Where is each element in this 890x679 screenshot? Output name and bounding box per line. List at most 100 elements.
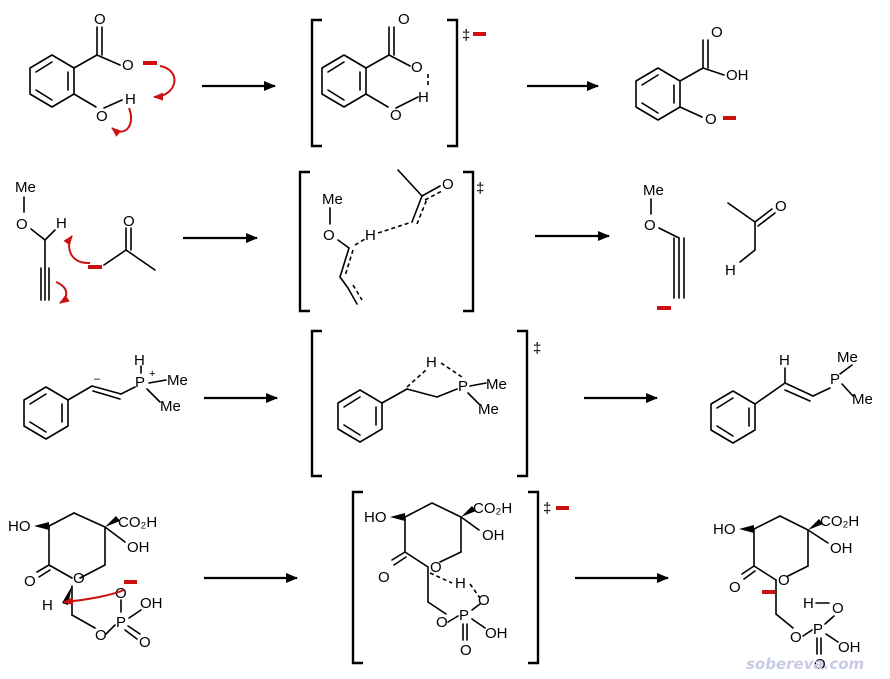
row1-reactant-salicylate: O O O H xyxy=(29,11,176,137)
row2-reactant: Me O H O xyxy=(15,179,156,304)
ts-dagger: ‡ xyxy=(476,180,484,197)
ts-enolate-o-label: O xyxy=(442,176,454,193)
phosphonium-plus: + xyxy=(149,368,155,380)
c-h-label: H xyxy=(42,597,53,614)
phosphorus-label: P xyxy=(135,374,145,391)
left-bracket xyxy=(298,170,310,313)
left-bracket xyxy=(310,329,322,478)
product-phenoxide-o-label: O xyxy=(705,111,717,128)
ts-phosphoryl-o-label: O xyxy=(460,642,472,659)
product-phosphoryl-o-label: O xyxy=(814,656,826,673)
ts-negative-charge xyxy=(473,32,486,36)
product-carboxyl-label: CO₂H xyxy=(820,513,859,530)
curly-arrow-bond xyxy=(111,107,132,137)
product-phosphorus-label: P xyxy=(830,371,840,388)
left-bracket xyxy=(351,490,363,665)
right-bracket xyxy=(528,490,540,665)
carboxyl-label: CO₂H xyxy=(118,514,157,531)
ts-ether-o-label: O xyxy=(323,227,335,244)
propargyl-h-label: H xyxy=(56,215,67,232)
ether-o-label: O xyxy=(16,216,28,233)
curly-arrow xyxy=(63,589,125,606)
product-h-label: H xyxy=(803,595,814,612)
row1-product-phenoxide: O OH O xyxy=(635,24,749,128)
product-acetone-h-label: H xyxy=(725,262,736,279)
phosphate-o-label: O xyxy=(139,634,151,651)
ring-o-label: O xyxy=(73,570,85,587)
ts-dagger: ‡ xyxy=(543,500,551,517)
product-anomeric-oh-label: OH xyxy=(830,540,853,557)
ts-ester-o-label: O xyxy=(436,614,448,631)
phenol-o-label: O xyxy=(96,108,108,125)
phosphate-oh-label: OH xyxy=(140,595,163,612)
carbanion-charge xyxy=(88,265,102,269)
ts-h-label: H xyxy=(418,89,429,106)
ts-migrating-h-label: H xyxy=(365,227,376,244)
anomeric-oh-label: OH xyxy=(127,539,150,556)
phosphorus-label: P xyxy=(116,614,126,631)
product-carbonyl-o-label: O xyxy=(711,24,723,41)
product-ketone-o-label: O xyxy=(729,579,741,596)
ts-ho-label: HO xyxy=(364,509,387,526)
ts-me-label-1: Me xyxy=(486,376,507,393)
row4-product: HO O O CO₂H OH O P O OH O H xyxy=(713,513,861,673)
ylide-carbanion-label: – xyxy=(94,373,101,385)
negative-charge xyxy=(143,61,157,65)
product-phosphate-o-label: O xyxy=(832,600,844,617)
curly-arrow-alkyne xyxy=(55,281,70,304)
product-me-label-2: Me xyxy=(852,391,873,408)
row3-transition-state: H P Me Me ‡ xyxy=(310,329,541,478)
ts-me-label: Me xyxy=(322,191,343,208)
row2-transition-state: Me O H O ‡ xyxy=(298,169,484,313)
ts-dagger: ‡ xyxy=(462,27,470,44)
curly-arrow-proton xyxy=(153,65,176,101)
p-me-label-2: Me xyxy=(160,398,181,415)
product-ho-label: HO xyxy=(713,521,736,538)
ts-phenol-o-label: O xyxy=(390,107,402,124)
product-ether-o-label: O xyxy=(644,217,656,234)
product-oh-label: OH xyxy=(726,67,749,84)
row1-transition-state: O O H O ‡ xyxy=(310,11,486,148)
ts-carbonyl-o-label: O xyxy=(398,11,410,28)
ts-phosphate-o-label: O xyxy=(478,592,490,609)
ho-label: HO xyxy=(8,518,31,535)
product-ester-o-label: O xyxy=(790,629,802,646)
phosphate-o-minus-label: O xyxy=(115,585,127,602)
carboxylate-o-label: O xyxy=(122,57,134,74)
curly-arrow-proton xyxy=(63,235,91,265)
product-phosphate-oh-label: OH xyxy=(838,639,861,656)
product-negative-charge xyxy=(723,116,736,120)
phosphate-charge xyxy=(124,580,137,584)
ts-phosphorus-label: P xyxy=(458,378,468,395)
row2-product: Me O O H xyxy=(643,182,787,310)
acetone-o-label: O xyxy=(123,213,135,230)
ts-carboxyl-label: CO₂H xyxy=(473,500,512,517)
product-ring-o-label: O xyxy=(778,572,790,589)
left-bracket xyxy=(310,18,322,148)
ts-h-label: H xyxy=(426,354,437,371)
ts-phosphate-oh-label: OH xyxy=(485,625,508,642)
product-me-label: Me xyxy=(643,182,664,199)
p-me-label-1: Me xyxy=(167,372,188,389)
row4-reactant: HO O O CO₂H OH H O P O OH O xyxy=(8,512,163,651)
ketone-o-label: O xyxy=(24,573,36,590)
ts-me-label-2: Me xyxy=(478,401,499,418)
carbonyl-o-label: O xyxy=(94,11,106,28)
product-vinyl-h-label: H xyxy=(779,352,790,369)
ts-h-label: H xyxy=(455,575,466,592)
ts-phosphorus-label: P xyxy=(459,607,469,624)
product-carbanion-charge xyxy=(762,590,775,594)
phenol-h-label: H xyxy=(125,91,136,108)
ts-dagger: ‡ xyxy=(533,340,541,357)
p-h-label: H xyxy=(134,352,145,369)
ester-o-label: O xyxy=(95,627,107,644)
ts-anomeric-oh-label: OH xyxy=(482,527,505,544)
right-bracket xyxy=(517,329,529,478)
ts-ketone-o-label: O xyxy=(378,569,390,586)
product-me-label-1: Me xyxy=(837,349,858,366)
ts-ring-o-label: O xyxy=(430,559,442,576)
watermark: sobereva.com xyxy=(746,655,864,673)
product-phosphorus-label: P xyxy=(813,621,823,638)
row4-transition-state: HO O O CO₂H OH H O P O OH O ‡ xyxy=(351,490,569,665)
